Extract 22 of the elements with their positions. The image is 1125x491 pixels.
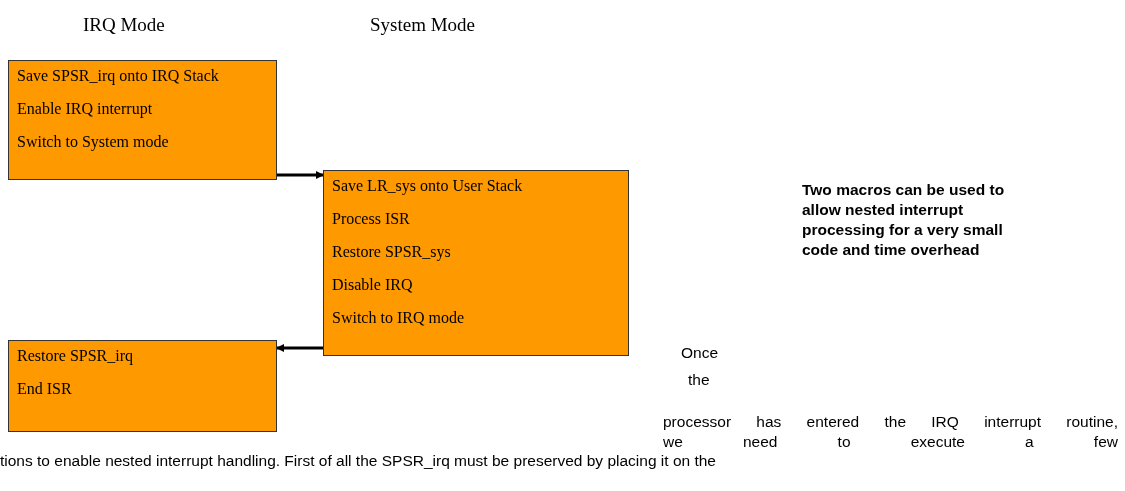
step-text: Restore SPSR_sys (332, 243, 452, 261)
body-text: tions to enable nested interrupt handling. First of all the SPSR_irq must be preserved by placing it on the (0, 451, 716, 471)
process-box (8, 340, 277, 432)
process-box (8, 60, 277, 180)
step-text: Process ISR (332, 210, 411, 228)
arrow (276, 344, 323, 352)
body-text: Once (681, 343, 719, 363)
step-text: Save LR_sys onto User Stack (332, 177, 524, 195)
step-text: End ISR (17, 380, 73, 398)
step-text: Switch to System mode (17, 133, 170, 151)
column-heading: System Mode (370, 14, 476, 36)
step-text: Enable IRQ interrupt (17, 100, 154, 118)
step-text: Restore SPSR_irq (17, 347, 134, 365)
column-heading: IRQ Mode (83, 14, 165, 36)
body-text: processor has entered the IRQ interrupt routine, we need to execute a few (663, 412, 1118, 452)
process-box (323, 170, 629, 356)
step-text: Switch to IRQ mode (332, 309, 465, 327)
note-text: Two macros can be used to allow nested interrupt processing for a very small code and time overhead (802, 180, 1006, 260)
step-text: Save SPSR_irq onto IRQ Stack (17, 67, 220, 85)
body-text: the (688, 370, 710, 390)
step-text: Disable IRQ (332, 276, 414, 294)
arrow (277, 171, 324, 179)
